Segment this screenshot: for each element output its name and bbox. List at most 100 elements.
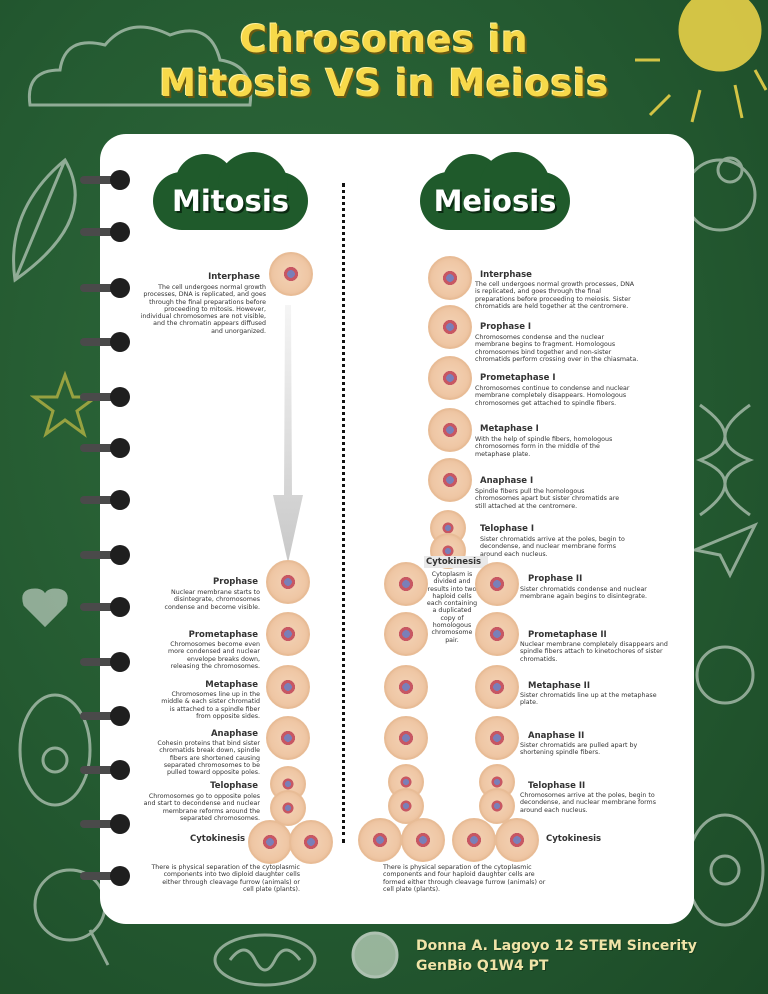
stage-title: Telophase I bbox=[480, 524, 535, 534]
meiosis-header: Meiosis bbox=[420, 152, 570, 230]
stage-description: With the help of spindle fibers, homolog… bbox=[475, 436, 613, 458]
stage-title: Cytokinesis bbox=[424, 556, 488, 568]
stage-description: Chromosomes become even more condensed a… bbox=[168, 641, 260, 670]
cell-illustration bbox=[266, 665, 310, 709]
stage-title: Metaphase II bbox=[528, 681, 591, 691]
virus-doodle bbox=[351, 931, 399, 979]
stage-description: Cohesin proteins that bind sister chroma… bbox=[157, 740, 260, 777]
chalk-cloud-doodle bbox=[27, 25, 253, 107]
stage-description: There is physical separation of the cyto… bbox=[383, 864, 546, 893]
stage-description: Chromosomes go to opposite poles and sta… bbox=[143, 793, 260, 822]
cell-illustration bbox=[452, 818, 496, 862]
stage-title: Cytokinesis bbox=[190, 834, 246, 844]
stage-title: Prophase II bbox=[528, 574, 583, 584]
binder-ring bbox=[80, 866, 134, 886]
stage-description: Sister chromatids condense and nuclear m… bbox=[520, 586, 648, 601]
stage-title: Telophase bbox=[210, 781, 258, 791]
cell-illustration bbox=[428, 408, 472, 452]
cell-illustration bbox=[495, 818, 539, 862]
cell-illustration bbox=[475, 716, 519, 760]
stage-description: The cell undergoes normal growth process… bbox=[140, 284, 266, 335]
stage-description: Spindle fibers pull the homologous chrom… bbox=[475, 488, 620, 510]
cell-illustration bbox=[289, 820, 333, 864]
heart-doodle bbox=[22, 588, 68, 628]
stage-title: Prophase I bbox=[480, 322, 532, 332]
stage-title: Interphase bbox=[480, 270, 532, 280]
author-line: Donna A. Lagoyo 12 STEM Sincerity bbox=[416, 938, 697, 954]
cell-illustration bbox=[428, 356, 472, 400]
stage-description: Nuclear membrane starts to disintegrate,… bbox=[164, 589, 261, 611]
course-line: GenBio Q1W4 PT bbox=[416, 958, 549, 974]
column-divider bbox=[342, 183, 345, 843]
stage-description: Sister chromatids arrive at the poles, b… bbox=[480, 536, 625, 558]
binder-ring bbox=[80, 332, 134, 352]
stage-description: Chromosomes arrive at the poles, begin t… bbox=[520, 792, 656, 814]
stage-description: Chromosomes condense and the nuclear mem… bbox=[475, 334, 639, 363]
cell-illustration bbox=[401, 818, 445, 862]
cell-illustration bbox=[384, 665, 428, 709]
stage-title: Prophase bbox=[213, 577, 258, 587]
stage-title: Anaphase II bbox=[528, 731, 585, 741]
binder-ring bbox=[80, 706, 134, 726]
stage-title: Anaphase I bbox=[480, 476, 534, 486]
page-title: Chrosomes in Mitosis VS in Meiosis bbox=[0, 18, 768, 106]
leaf-doodle bbox=[12, 157, 77, 283]
mitochondria-doodle bbox=[213, 933, 317, 987]
cell-illustration bbox=[428, 458, 472, 502]
progression-arrow bbox=[273, 305, 303, 563]
cell-illustration bbox=[428, 305, 472, 349]
stage-description: The cell undergoes normal growth process… bbox=[475, 281, 635, 310]
binder-ring bbox=[80, 170, 134, 190]
binder-ring bbox=[80, 597, 134, 617]
paper-plane-doodle bbox=[690, 522, 759, 579]
binder-ring bbox=[80, 652, 134, 672]
binder-ring bbox=[80, 760, 134, 780]
stage-description: There is physical separation of the cyto… bbox=[151, 864, 300, 893]
binder-ring bbox=[80, 814, 134, 834]
stage-title: Anaphase bbox=[210, 729, 258, 739]
stage-description: Nuclear membrane completely disappears a… bbox=[520, 641, 668, 663]
binder-ring bbox=[80, 545, 134, 565]
cell-illustration bbox=[479, 788, 515, 824]
cell-illustration bbox=[384, 716, 428, 760]
stage-title: Metaphase bbox=[205, 680, 258, 690]
stage-description: Chromosomes line up in the middle & each… bbox=[161, 691, 260, 720]
globe-doodle bbox=[695, 645, 755, 705]
cell-illustration bbox=[475, 562, 519, 606]
author-credit: Donna A. Lagoyo 12 STEM Sincerity GenBio… bbox=[416, 936, 697, 976]
cell-illustration bbox=[358, 818, 402, 862]
stage-description: Sister chromatids line up at the metapha… bbox=[520, 692, 657, 707]
cell-illustration bbox=[384, 612, 428, 656]
cell-illustration bbox=[475, 612, 519, 656]
binder-ring bbox=[80, 278, 134, 298]
cell-illustration bbox=[266, 560, 310, 604]
binder-ring bbox=[80, 490, 134, 510]
stage-description: Sister chromatids are pulled apart by sh… bbox=[520, 742, 638, 757]
stage-title: Prometaphase bbox=[188, 630, 258, 640]
cell-illustration bbox=[266, 612, 310, 656]
cell-illustration bbox=[384, 562, 428, 606]
cell-illustration bbox=[475, 665, 519, 709]
cell-illustration bbox=[266, 716, 310, 760]
stage-title: Prometaphase II bbox=[528, 630, 607, 640]
binder-ring bbox=[80, 387, 134, 407]
stage-description: Cytoplasm is divided and results into tw… bbox=[426, 571, 478, 644]
title-line-1: Chrosomes in bbox=[239, 18, 529, 61]
binder-ring bbox=[80, 222, 134, 242]
sun-doodle bbox=[635, 0, 768, 123]
stage-title: Cytokinesis bbox=[546, 834, 602, 844]
stage-title: Telophase II bbox=[528, 781, 586, 791]
stage-description: Chromosomes continue to condense and nuc… bbox=[475, 385, 630, 407]
stage-title: Metaphase I bbox=[480, 424, 539, 434]
cell-illustration bbox=[270, 790, 306, 826]
title-line-2: Mitosis VS in Meiosis bbox=[159, 62, 609, 105]
stage-title: Interphase bbox=[208, 272, 260, 282]
stage-title: Prometaphase I bbox=[480, 373, 556, 383]
dna-doodle bbox=[695, 403, 755, 517]
mitosis-header: Mitosis bbox=[153, 152, 308, 230]
cell-illustration bbox=[248, 820, 292, 864]
cell-doodle bbox=[18, 693, 92, 807]
binder-ring bbox=[80, 438, 134, 458]
cell-illustration bbox=[269, 252, 313, 296]
cell-illustration bbox=[428, 256, 472, 300]
